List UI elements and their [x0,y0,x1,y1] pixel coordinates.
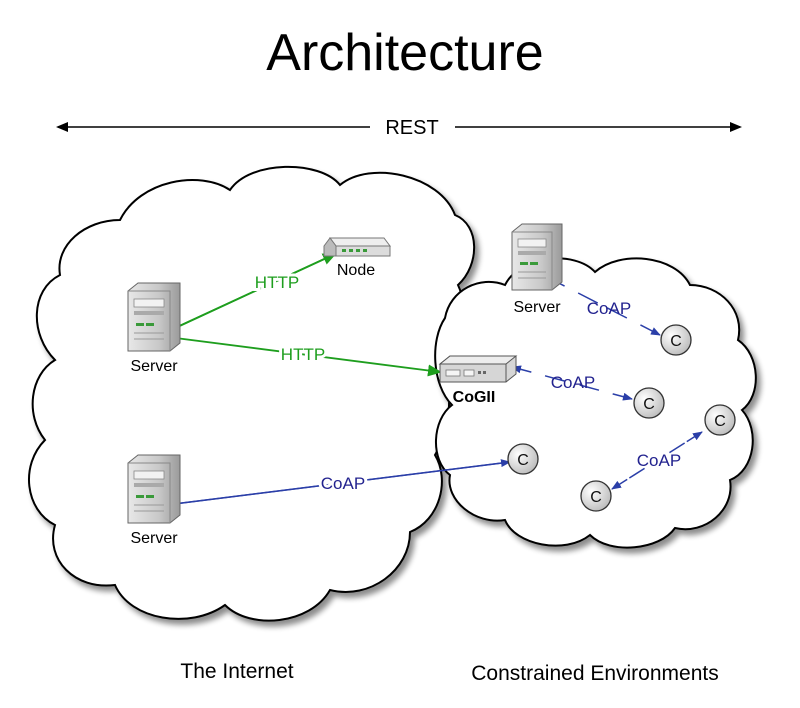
http-label-node: HTTP [255,273,299,292]
c-node: C [660,324,692,356]
c-node: C [633,387,665,419]
svg-text:C: C [590,489,602,506]
internet-cloud [28,165,476,622]
svg-text:C: C [517,452,529,469]
server-internet-bottom: Server [127,454,181,547]
coap-link-internet [157,459,511,509]
server-label: Server [130,358,178,375]
diagram-title: Architecture [266,24,543,82]
rest-label: REST [385,117,438,139]
rest-arrow: REST [56,117,742,139]
coap-label-internet: CoAP [321,474,365,493]
c-node: C [580,480,612,512]
router-icon [323,237,391,257]
server-icon [511,223,563,291]
server-internet-top: Server [127,282,181,375]
server-label: Server [513,299,561,316]
gateway-icon [438,355,518,383]
coap-label-c-c: CoAP [637,451,681,470]
constrained-caption: Constrained Environments [471,662,718,685]
server-icon [127,282,181,352]
coap-link-c-c [611,431,703,490]
coap-label-cogii: CoAP [551,373,595,392]
coap-label-server: CoAP [587,299,631,318]
node-label: Node [337,262,375,279]
server-constrained: Server [511,223,563,316]
http-link-node [158,253,337,336]
svg-text:C: C [714,413,726,430]
cogii-label: CoGII [453,389,496,406]
cogii-gateway: CoGII [438,355,518,406]
c-node: C [704,404,736,436]
internet-caption: The Internet [180,660,293,683]
node-device: Node [323,237,391,279]
coap-link-server-c [544,275,661,336]
svg-text:C: C [643,396,655,413]
c-node: C [507,443,539,475]
server-icon [127,454,181,524]
http-label-cogii: HTTP [281,345,325,364]
server-label: Server [130,530,178,547]
http-link-cogii [159,335,442,377]
svg-text:C: C [670,333,682,350]
